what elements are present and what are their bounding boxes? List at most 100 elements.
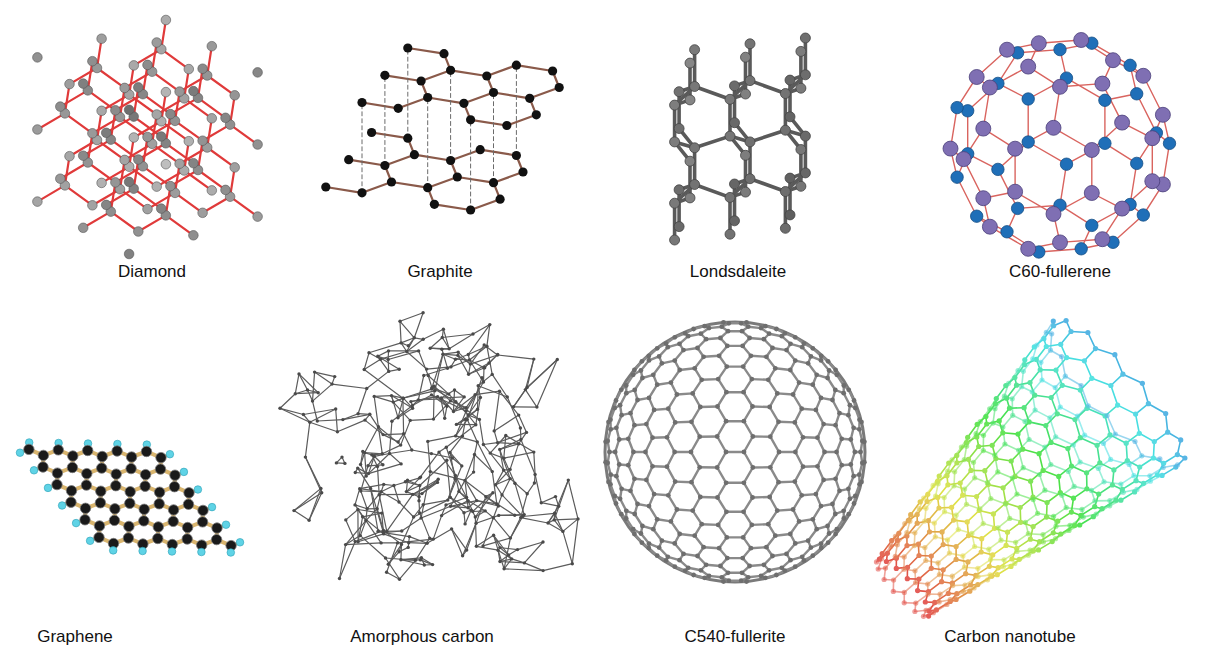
atom-ball [976, 121, 991, 136]
atom-ball [476, 440, 479, 443]
bond-line [496, 485, 502, 495]
bond-line [492, 472, 497, 504]
bond-line [406, 477, 420, 492]
bond-line [469, 363, 489, 374]
atom-ball [359, 463, 362, 466]
bond-line [744, 155, 748, 192]
bond-line [346, 536, 361, 545]
bond-line [384, 530, 402, 544]
atom-ball [474, 522, 477, 525]
atom-ball [376, 355, 379, 358]
atom-ball [154, 499, 164, 509]
atom-ball [496, 441, 499, 444]
atom-ball [440, 396, 443, 399]
atom-ball [796, 83, 806, 93]
bond-line [294, 488, 321, 510]
bond-line [793, 495, 802, 509]
atom-ball [992, 163, 1004, 175]
bond-line [346, 543, 382, 545]
atom-ball [365, 474, 368, 477]
bond-line [451, 70, 487, 76]
bond-line [779, 421, 795, 424]
atom-ball [730, 179, 740, 189]
atom-ball [417, 499, 420, 502]
atom-ball [1145, 131, 1160, 146]
atom-ball [453, 388, 456, 391]
bond-line [332, 384, 367, 388]
bond-line [430, 338, 442, 349]
atom-ball [427, 374, 430, 377]
bond-line [543, 564, 572, 571]
atom-ball [420, 492, 423, 495]
bond-line [404, 434, 412, 450]
bond-line [500, 562, 524, 563]
atom-ball [1054, 43, 1066, 55]
atom-ball [471, 332, 474, 335]
atom-ball [496, 195, 505, 204]
bond-line [455, 390, 465, 397]
atom-ball [690, 82, 700, 92]
atom-ball [491, 373, 494, 376]
atom-ball [341, 418, 344, 421]
atom-ball [411, 493, 414, 496]
atom-ball [800, 131, 810, 141]
bond-line [294, 511, 309, 521]
atom-ball [33, 125, 43, 135]
atom-ball [381, 452, 384, 455]
atom-ball [674, 124, 684, 134]
atom-ball [407, 344, 410, 347]
bond-line [744, 483, 753, 498]
bond-line [483, 368, 485, 382]
atom-ball [65, 151, 75, 161]
bond-line [675, 451, 691, 453]
atom-ball [152, 182, 162, 192]
atom-ball [124, 177, 134, 187]
atom-ball [420, 556, 423, 559]
atom-ball [161, 15, 171, 25]
atom-ball [96, 486, 106, 496]
atom-ball [476, 408, 479, 411]
atom-ball [408, 535, 411, 538]
atom-ball [184, 64, 194, 74]
atom-ball [166, 109, 176, 119]
bond-line [733, 86, 737, 123]
atom-ball [1021, 241, 1036, 256]
atom-ball [343, 462, 346, 465]
bond-line [381, 542, 397, 543]
atom-ball [363, 451, 366, 454]
bond-line [358, 413, 370, 415]
atom-ball [88, 56, 98, 66]
bond-line [471, 199, 501, 210]
atom-ball [72, 519, 80, 527]
atom-ball [482, 443, 485, 446]
bond-line [427, 529, 452, 543]
atom-ball [385, 530, 388, 533]
atom-ball [533, 473, 536, 476]
bond-line [524, 563, 543, 571]
atom-ball [513, 514, 516, 517]
atom-ball [88, 129, 98, 139]
atom-ball [236, 539, 244, 547]
bond-line [423, 329, 443, 339]
atom-ball [1099, 137, 1111, 149]
atom-ball [399, 462, 402, 465]
atom-ball [316, 419, 319, 422]
bond-line [385, 75, 421, 81]
bond-line [432, 388, 456, 402]
atom-ball [109, 515, 119, 525]
bond-line [465, 480, 468, 507]
bond-line [365, 427, 379, 453]
atom-ball [82, 468, 92, 478]
atom-ball [123, 533, 133, 543]
atom-ball [951, 171, 963, 183]
atom-ball [152, 110, 162, 120]
atom-ball [1011, 202, 1023, 214]
atom-ball [535, 405, 538, 408]
atom-ball [198, 548, 206, 556]
atom-ball [392, 400, 395, 403]
bond-line [355, 489, 360, 505]
bond-line [475, 493, 493, 517]
atom-ball [367, 128, 376, 137]
atom-ball [510, 557, 513, 560]
